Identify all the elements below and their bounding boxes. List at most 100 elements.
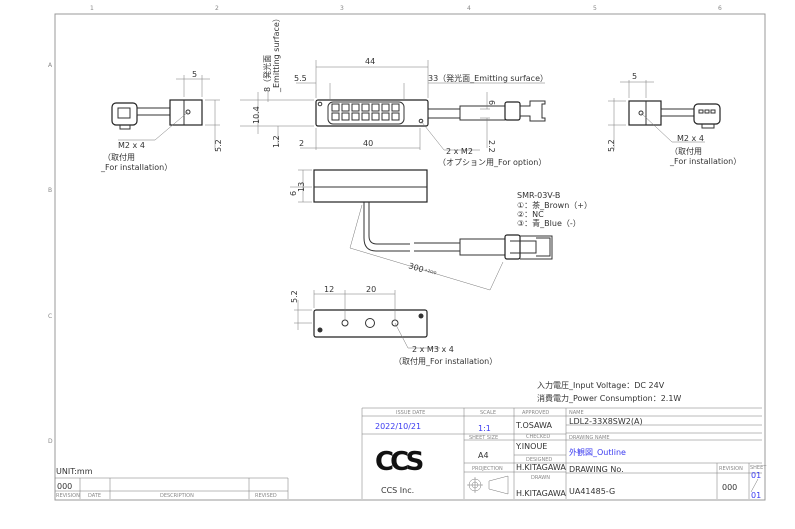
left-view: 5 5.2 M2 x 4 （取付用 _For installation） <box>100 70 223 172</box>
led-cell <box>351 112 360 121</box>
pin-label: ③：青_Blue（-） <box>517 218 581 228</box>
side-view: 13 6 300+20/0 SMR-03V-B ①：茶_Brown（+） ②：N… <box>289 169 592 291</box>
dim-label: 5.2 <box>214 139 223 152</box>
connector <box>504 101 521 121</box>
dim-label: 10.4 <box>252 106 261 124</box>
callout-label: （取付用_For installation） <box>394 356 497 366</box>
grid-col-4: 4 <box>467 5 471 12</box>
grid-row-b: B <box>48 187 52 194</box>
approved-by: T.OSAWA <box>515 421 553 430</box>
callout-label: （取付用 <box>103 152 135 162</box>
connector-end <box>111 102 138 126</box>
led-cell <box>391 112 400 121</box>
screw-hole <box>317 101 323 107</box>
grid-row-d: D <box>48 438 53 445</box>
led-cell <box>361 103 370 112</box>
dim-label: 2.2 <box>487 140 496 153</box>
dim-label: 5.2 <box>607 139 616 152</box>
led-cell <box>361 112 370 121</box>
dim-label: 6 <box>289 191 298 196</box>
dim-label: 5 <box>192 70 197 79</box>
drawing-no: UA41485-G <box>569 487 615 496</box>
callout-label: _For installation） <box>100 163 172 172</box>
dim-label: 5.5 <box>294 74 307 83</box>
header-revised: REVISED <box>255 493 277 499</box>
dim-label: 33（発光面_Emitting surface） <box>428 73 548 83</box>
dim-label: 44 <box>365 57 375 66</box>
dim-label: 12 <box>324 285 334 294</box>
revision-block: UNIT:mm 000 REVISION DATE DESCRIPTION RE… <box>55 467 289 499</box>
top-view: 44 5.5 33（発光面_Emitting surface） 8（発光面 _E… <box>240 14 548 167</box>
led-cell <box>351 103 360 112</box>
dim-label: _Emitting surface） <box>272 14 281 93</box>
screw <box>418 313 424 319</box>
revision-value: 000 <box>722 483 737 492</box>
grid-col-2: 2 <box>215 5 219 12</box>
light-body <box>313 309 428 338</box>
drawing-name-label: DRAWING NAME <box>569 435 610 441</box>
projection-symbol-icon <box>467 475 509 495</box>
emitting-surface <box>327 101 405 125</box>
callout-label: M2 x 4 <box>118 141 145 150</box>
center-hole <box>365 318 375 328</box>
led-cell <box>391 103 400 112</box>
drawing-frame <box>54 13 766 501</box>
name-label: NAME <box>569 410 584 416</box>
revision-label: REVISION <box>719 466 743 472</box>
led-cell <box>341 112 350 121</box>
led-cell <box>331 103 340 112</box>
led-array <box>331 103 400 121</box>
cable <box>363 202 460 252</box>
screw-hole <box>418 118 424 124</box>
grid-col-1: 1 <box>90 5 94 12</box>
right-view: 5 5.2 M2 x 4 （取付用 _For installation） <box>607 72 741 166</box>
approved-label: APPROVED <box>522 410 549 416</box>
drawn-by: H.KITAGAWA <box>516 489 566 498</box>
drawing-no-label: DRAWING No. <box>569 465 624 474</box>
cable <box>427 108 461 119</box>
issue-date-label: ISSUE DATE <box>396 410 425 416</box>
input-voltage-spec: 入力電圧_Input Voltage：DC 24V <box>537 380 665 390</box>
designed-by: H.KITAGAWA <box>516 463 566 472</box>
mount-block <box>628 100 662 126</box>
callout-label: 2 x M3 x 4 <box>412 345 454 354</box>
bottom-view: 12 20 5.2 2 x M3 x 4 （取付用_For installati… <box>290 285 497 366</box>
sheet-total: 01 <box>751 491 761 500</box>
drawn-label: DRAWN <box>531 475 550 481</box>
led-cell <box>381 103 390 112</box>
product-name: LDL2-33X8SW2(A) <box>569 417 643 426</box>
pin-label: ②：NC <box>517 210 544 219</box>
grid-row-c: C <box>48 313 52 320</box>
title-block: ISSUE DATE 2022/10/21 SCALE 1:1 SHEET SI… <box>361 407 767 500</box>
checked-by: Y.INOUE <box>515 442 547 451</box>
dim-label: 8（発光面 <box>262 55 272 92</box>
dim-label: 5.2 <box>290 290 299 303</box>
dim-label: 5 <box>632 72 637 81</box>
led-cell <box>371 112 380 121</box>
dim-label: 20 <box>366 285 376 294</box>
sheet-size: A4 <box>478 451 489 460</box>
dim-label: 40 <box>363 139 373 148</box>
screw <box>317 327 323 333</box>
led-cell <box>331 112 340 121</box>
checked-label: CHECKED <box>526 434 550 440</box>
led-cell <box>371 103 380 112</box>
connector <box>504 234 521 260</box>
sheet-label: SHEET <box>750 465 767 471</box>
drawing-name: 外観図_Outline <box>569 447 626 457</box>
pin-label: ①：茶_Brown（+） <box>517 200 592 210</box>
dim-label: 13 <box>297 182 306 192</box>
header-revision: REVISION <box>56 493 80 499</box>
sheet-size-label: SHEET SIZE <box>469 435 498 441</box>
grid-col-3: 3 <box>340 5 344 12</box>
header-date: DATE <box>88 493 101 499</box>
screw-hole <box>185 109 191 115</box>
company-name: CCS Inc. <box>381 486 414 495</box>
grid-row-labels: A B C D <box>48 62 53 445</box>
ccs-logo: CCS <box>375 447 423 477</box>
screw-hole <box>638 110 644 116</box>
connector-end <box>693 103 721 125</box>
callout-label: 2 x M2 <box>446 147 473 156</box>
mount-block <box>169 99 203 126</box>
power-consumption-spec: 消費電力_Power Consumption：2.1W <box>537 393 681 403</box>
